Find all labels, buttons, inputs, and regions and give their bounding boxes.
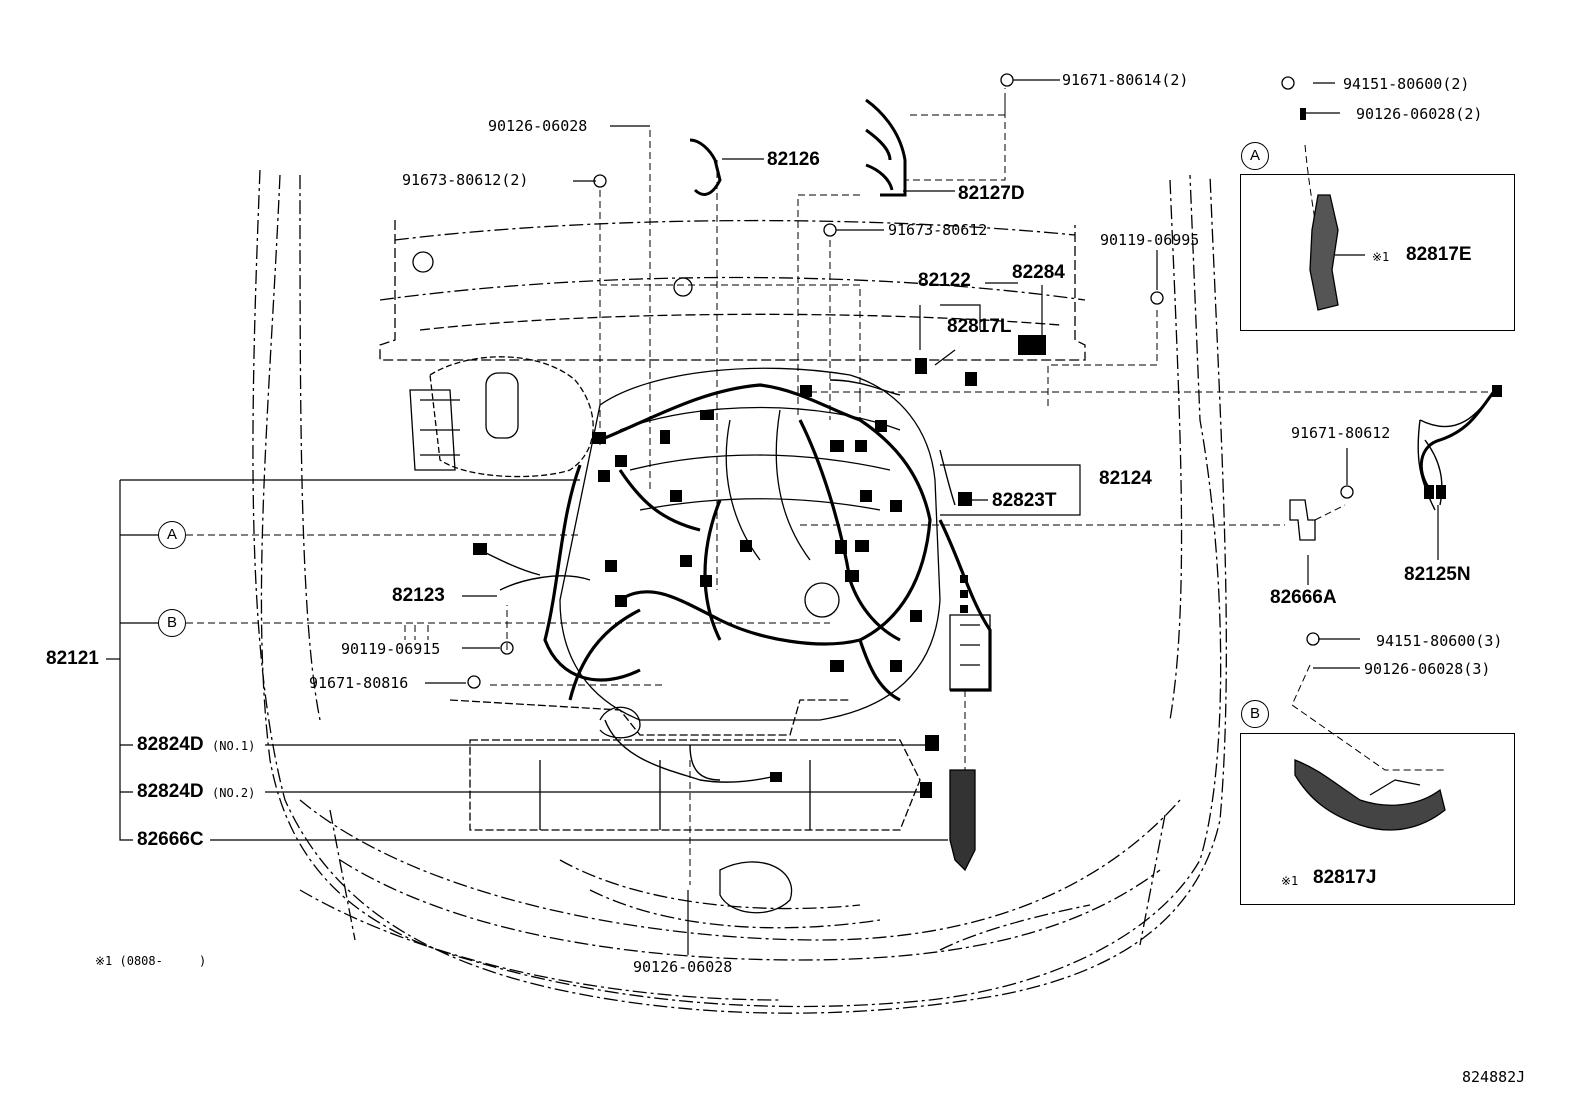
inset-box-a xyxy=(1240,174,1515,331)
marker-b: B xyxy=(158,609,186,637)
callout-82824d-no2-sub: (NO.2) xyxy=(212,786,256,800)
callout-91671-80816: 91671-80816 xyxy=(309,674,409,692)
inset-a-94151: 94151-80600(2) xyxy=(1343,75,1470,93)
callout-82284: 82284 xyxy=(1012,262,1065,283)
callout-82121: 82121 xyxy=(46,648,99,669)
inset-a-mark: ※1 xyxy=(1372,250,1390,264)
callout-82127d: 82127D xyxy=(958,183,1025,204)
inset-b-part-82817j: 82817J xyxy=(1313,867,1377,888)
footnote: ※1 (0808- ) xyxy=(95,954,207,968)
callout-91671-80612: 91671-80612 xyxy=(1291,424,1391,442)
callout-82125n: 82125N xyxy=(1404,564,1471,585)
inset-b-ref: B xyxy=(1241,700,1269,728)
callout-82823t: 82823T xyxy=(992,490,1057,511)
callout-90126-06028-top: 90126-06028 xyxy=(488,117,588,135)
callout-91673-80612-2: 91673-80612(2) xyxy=(402,171,529,189)
inset-b-94151: 94151-80600(3) xyxy=(1376,632,1503,650)
callout-90126-06028-bottom: 90126-06028 xyxy=(633,958,733,976)
inset-box-b xyxy=(1240,733,1515,905)
callout-82124: 82124 xyxy=(1099,468,1152,489)
inset-a-90126: 90126-06028(2) xyxy=(1356,105,1483,123)
callout-82126: 82126 xyxy=(767,149,820,170)
callout-91673-80612: 91673-80612 xyxy=(888,221,988,239)
inset-a-ref: A xyxy=(1241,142,1269,170)
callout-82824d-no1-sub: (NO.1) xyxy=(212,739,256,753)
inset-a-part-82817e: 82817E xyxy=(1406,244,1472,265)
callout-90119-06995: 90119-06995 xyxy=(1100,231,1200,249)
callout-82123: 82123 xyxy=(392,585,445,606)
diagram-id: 824882J xyxy=(1462,1068,1526,1086)
callout-82824d-no2: 82824D xyxy=(137,781,204,802)
callout-82666c: 82666C xyxy=(137,829,204,850)
callout-82666a: 82666A xyxy=(1270,587,1337,608)
callout-82824d-no1: 82824D xyxy=(137,734,204,755)
callout-82817l: 82817L xyxy=(947,316,1012,337)
vehicle-body-outline xyxy=(252,169,1227,1014)
inset-b-90126: 90126-06028(3) xyxy=(1364,660,1491,678)
callout-91671-80614: 91671-80614(2) xyxy=(1062,71,1189,89)
callout-90119-06915: 90119-06915 xyxy=(341,640,441,658)
inset-b-mark: ※1 xyxy=(1281,874,1299,888)
marker-a: A xyxy=(158,521,186,549)
callout-82122: 82122 xyxy=(918,270,971,291)
